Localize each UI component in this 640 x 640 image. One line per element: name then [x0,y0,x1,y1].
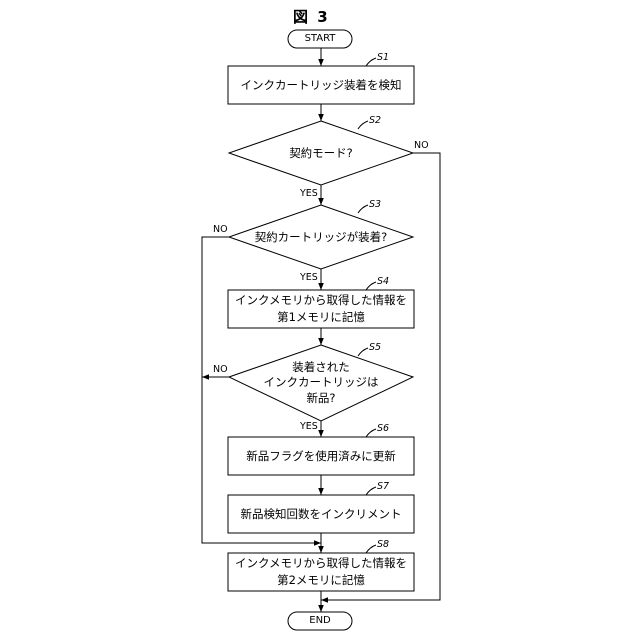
s3-text: 契約カートリッジが装着? [229,205,413,269]
s5-no-label: NO [213,364,228,375]
s2-step-label: S2 [369,115,381,126]
start-terminal: START [288,30,352,48]
s1-text: インクカートリッジ装着を検知 [228,66,414,104]
s6-step-label: S6 [377,423,389,434]
end-terminal: END [288,612,352,630]
s3-yes-label: YES [300,272,318,283]
s4-text: インクメモリから取得した情報を 第1メモリに記憶 [228,290,414,328]
s3-no-label: NO [213,224,228,235]
s1-step-label: S1 [377,52,389,63]
s2-no-label: NO [414,140,429,151]
s4-step-label: S4 [377,276,389,287]
s2-text: 契約モード? [229,121,413,185]
s5-yes-label: YES [300,421,318,432]
s6-text: 新品フラグを使用済みに更新 [228,437,414,475]
s7-step-label: S7 [377,481,389,492]
s5-text: 装着された インクカートリッジは 新品? [229,347,413,419]
s5-step-label: S5 [369,342,381,353]
s8-step-label: S8 [377,539,389,550]
s8-text: インクメモリから取得した情報を 第2メモリに記憶 [228,553,414,591]
s3-step-label: S3 [369,199,381,210]
s7-text: 新品検知回数をインクリメント [228,495,414,533]
figure-title: 図 3 [293,6,330,27]
s2-yes-label: YES [300,188,318,199]
